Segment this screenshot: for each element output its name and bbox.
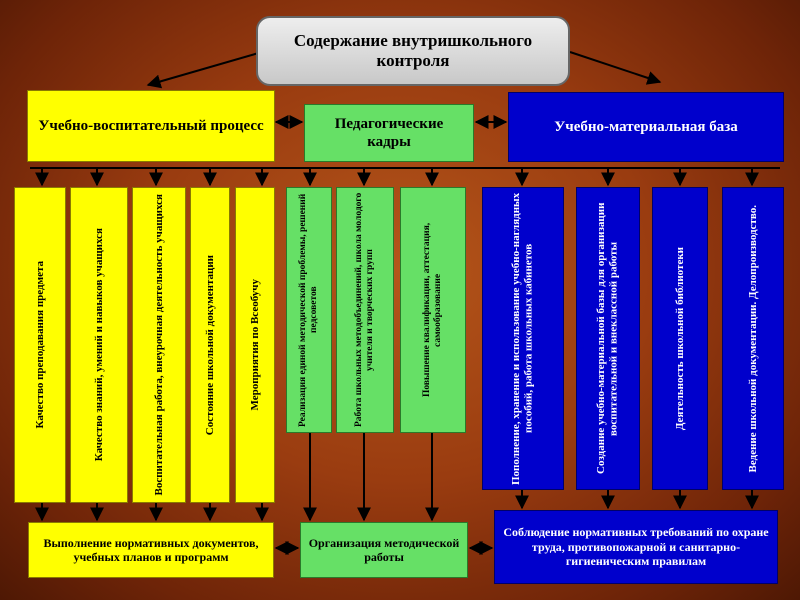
material-item: Ведение школьной документации. Делопроиз… bbox=[722, 187, 784, 490]
outcome-staff: Организация методической работы bbox=[300, 522, 468, 578]
diagram-title: Содержание внутришкольного контроля bbox=[256, 16, 570, 86]
category-staff-text: Педагогические кадры bbox=[334, 116, 444, 150]
outcome-educational: Выполнение нормативных документов, учебн… bbox=[28, 522, 274, 578]
material-item-text: Ведение школьной документации. Делопроиз… bbox=[746, 204, 759, 473]
outcome-material-text: Соблюдение нормативных требований по охр… bbox=[503, 525, 769, 569]
category-material: Учебно-материальная база bbox=[508, 92, 784, 162]
staff-item: Повышение квалификации, аттестация, само… bbox=[400, 187, 466, 433]
educational-item-text: Воспитательная работа, внеурочная деятел… bbox=[152, 194, 165, 496]
material-item-text: Деятельность школьной библиотеки bbox=[673, 246, 686, 431]
educational-item-text: Качество преподавания предмета bbox=[33, 261, 46, 429]
outcome-material: Соблюдение нормативных требований по охр… bbox=[494, 510, 778, 584]
staff-item-text: Повышение квалификации, аттестация, само… bbox=[422, 222, 443, 398]
category-educational: Учебно-воспитательный процесс bbox=[27, 90, 275, 162]
staff-item: Реализация единой методической проблемы,… bbox=[286, 187, 332, 433]
educational-item: Качество знаний, умений и навыков учащих… bbox=[70, 187, 128, 503]
staff-item-text: Реализация единой методической проблемы,… bbox=[298, 193, 319, 427]
material-item-text: Создание учебно-материальной базы для ор… bbox=[595, 202, 620, 475]
material-item: Пополнение, хранение и использование уче… bbox=[482, 187, 564, 490]
category-material-text: Учебно-материальная база bbox=[554, 119, 738, 135]
category-educational-text: Учебно-воспитательный процесс bbox=[38, 118, 264, 134]
staff-item-text: Работа школьных методобъединений, школа … bbox=[354, 192, 375, 428]
educational-item-text: Качество знаний, умений и навыков учащих… bbox=[92, 228, 105, 462]
category-staff: Педагогические кадры bbox=[304, 104, 474, 162]
material-item: Создание учебно-материальной базы для ор… bbox=[576, 187, 640, 490]
educational-item-text: Мероприятия по Всеобучу bbox=[248, 279, 261, 411]
educational-item: Качество преподавания предмета bbox=[14, 187, 66, 503]
educational-item: Состояние школьной документации bbox=[190, 187, 230, 503]
outcome-staff-text: Организация методической работы bbox=[308, 535, 460, 564]
diagram-title-text: Содержание внутришкольного контроля bbox=[293, 30, 533, 70]
educational-item: Воспитательная работа, внеурочная деятел… bbox=[132, 187, 186, 503]
staff-item: Работа школьных методобъединений, школа … bbox=[336, 187, 394, 433]
educational-item-text: Состояние школьной документации bbox=[203, 254, 216, 436]
educational-item: Мероприятия по Всеобучу bbox=[235, 187, 275, 503]
material-item-text: Пополнение, хранение и использование уче… bbox=[510, 192, 535, 485]
material-item: Деятельность школьной библиотеки bbox=[652, 187, 708, 490]
outcome-educational-text: Выполнение нормативных документов, учебн… bbox=[43, 535, 259, 564]
